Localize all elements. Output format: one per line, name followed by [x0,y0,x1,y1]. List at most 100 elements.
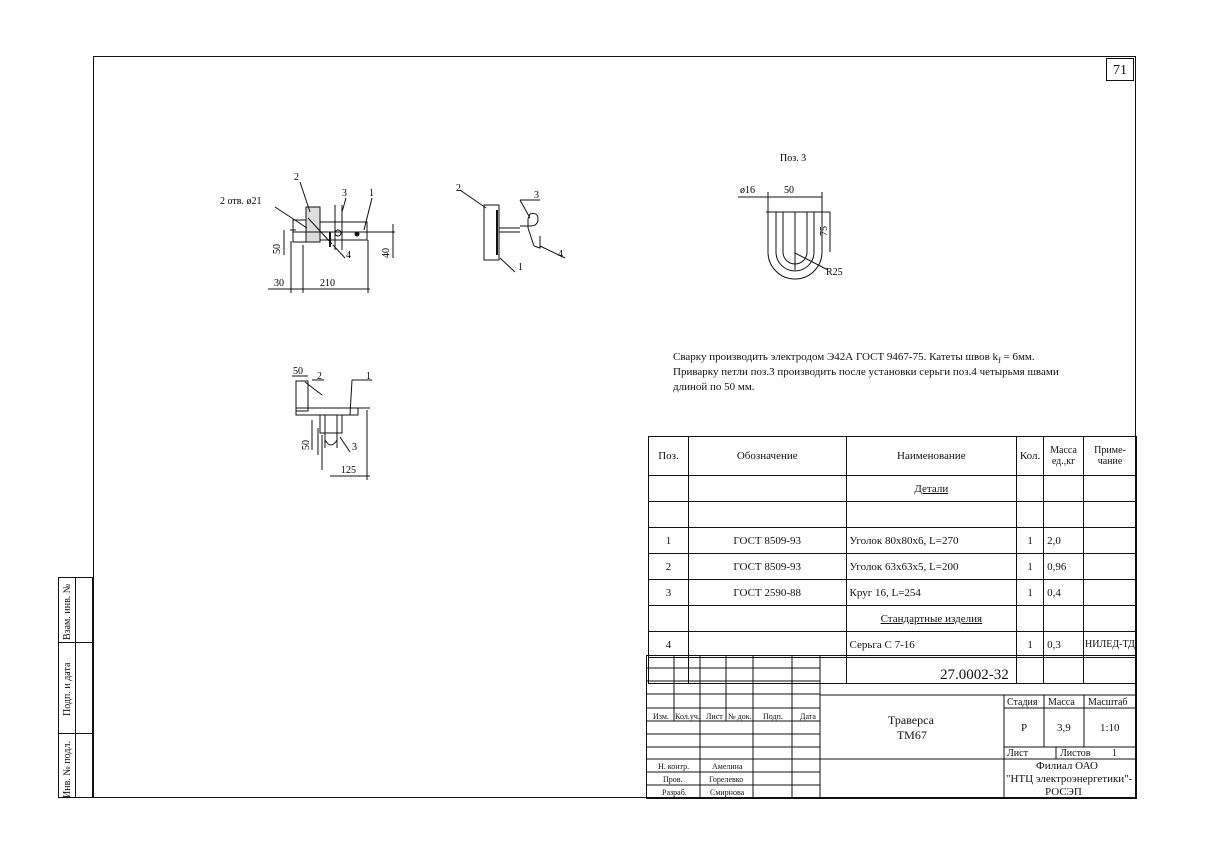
table-row: 1 ГОСТ 8509-93 Уголок 80х80х6, L=270 1 2… [648,527,1137,554]
stage-label: Стадия [1007,697,1038,708]
view3-drawing [292,375,372,480]
stage-value: Р [1021,722,1028,734]
title-line-2: ТМ67 [897,728,927,742]
detail-dim-75: 75 [819,226,830,236]
header-pos: Поз. [648,436,689,476]
mass-label: Масса [1048,697,1075,708]
view3-dim-125: 125 [341,465,356,476]
section-details-row: Детали [648,475,1137,502]
note-line-3: длиной по 50 мм. [673,381,755,393]
sig-name: Амелина [712,762,743,771]
row-designation: ГОСТ 8509-93 [687,553,847,580]
sig-role: Разраб. [662,788,687,797]
view3-dim-top-50: 50 [293,366,303,377]
row-qty: 1 [1016,527,1045,554]
note-line-2: Приварку петли поз.3 производить после у… [673,366,1059,378]
row-name: Уголок 63х63х5, L=200 [845,553,1018,580]
sheets-label: Листов [1060,748,1091,759]
view3-label-2: 2 [317,371,322,382]
sheets-value: 1 [1112,748,1117,759]
row-qty: 1 [1016,553,1045,580]
view1-drawing [268,181,395,293]
detail-title: Поз. 3 [780,153,806,164]
row-designation: ГОСТ 8509-93 [687,527,847,554]
row-pos: 1 [648,527,689,554]
table-row: 2 ГОСТ 8509-93 Уголок 63х63х5, L=200 1 0… [648,553,1137,580]
row-qty: 1 [1016,579,1045,606]
view1-dim-30: 30 [274,278,284,289]
view1-dim-50: 50 [272,244,283,254]
sig-role: Пров. [663,775,683,784]
view2-label-1: 1 [518,262,523,273]
sig-role: Н. контр. [658,762,690,771]
title-line-1: Траверса [888,713,934,727]
header-mass: Масса ед.,кг [1043,436,1085,476]
view1-label-1: 1 [369,188,374,199]
col-kol-uch: Кол.уч. [675,712,700,721]
header-note: Приме- чание [1083,436,1137,476]
col-podp: Подп. [763,712,783,721]
sheet-label: Лист [1007,748,1028,759]
section-details-label: Детали [845,475,1018,502]
row-note [1083,553,1137,580]
drawing-frame [93,56,1136,798]
detail-dim-radius: R25 [826,267,843,278]
row-designation [687,631,847,658]
table-row: 3 ГОСТ 2590-88 Круг 16, L=254 1 0,4 [648,579,1137,606]
row-note: НИЛЕД-ТД [1083,631,1137,658]
header-qty: Кол. [1016,436,1045,476]
note-line-1: Сварку производить электродом Э42А ГОСТ … [673,351,1035,366]
mass-value: 3,9 [1057,722,1071,734]
detail-dim-diameter: ø16 [740,185,755,196]
view1-label-2: 2 [294,172,299,183]
side-strip [58,577,93,798]
row-name: Уголок 80х80х6, L=270 [845,527,1018,554]
org-line-1: Филиал ОАО [1036,760,1098,772]
section-standard-label: Стандартные изделия [845,605,1018,632]
row-pos: 2 [648,553,689,580]
row-note [1083,579,1137,606]
spec-header-row: Поз. Обозначение Наименование Кол. Масса… [648,436,1137,476]
view2-label-3: 3 [534,190,539,201]
view2-label-2: 2 [456,183,461,194]
view1-label-3: 3 [342,188,347,199]
row-name: Круг 16, L=254 [845,579,1018,606]
row-name: Серьга С 7-16 [845,631,1018,658]
row-pos: 3 [648,579,689,606]
view1-label-4: 4 [346,250,351,261]
row-mass: 0,3 [1043,631,1085,658]
header-name: Наименование [845,436,1018,476]
view3-dim-50: 50 [301,440,312,450]
org-line-2: "НТЦ электроэнергетики"- [1006,773,1133,785]
view3-label-3: 3 [352,442,357,453]
header-designation: Обозначение [687,436,847,476]
row-note [1083,527,1137,554]
spec-table: Поз. Обозначение Наименование Кол. Масса… [648,436,1137,684]
view1-hole-note: 2 отв. ø21 [220,196,261,207]
title-block-grid [646,655,1137,799]
row-mass: 0,4 [1043,579,1085,606]
org-line-3: РОСЭП [1045,786,1082,798]
scale-value: 1:10 [1100,722,1120,734]
view2-label-4: 4 [558,249,563,260]
row-mass: 2,0 [1043,527,1085,554]
col-izm: Изм. [653,712,669,721]
row-designation: ГОСТ 2590-88 [687,579,847,606]
row-mass: 0,96 [1043,553,1085,580]
table-row: 4 Серьга С 7-16 1 0,3 НИЛЕД-ТД [648,631,1137,658]
col-list: Лист [706,712,723,721]
sig-name: Горелевко [709,775,744,784]
col-doc: № док. [728,712,752,721]
doc-number: 27.0002-32 [940,667,1009,683]
view1-dim-40: 40 [381,248,392,258]
view3-label-1: 1 [366,371,371,382]
row-qty: 1 [1016,631,1045,658]
sheet-number: 71 [1106,58,1134,81]
detail-dim-50: 50 [784,185,794,196]
view2-drawing [459,189,566,273]
col-data: Дата [800,712,816,721]
row-pos: 4 [648,631,689,658]
view1-dim-210: 210 [320,278,335,289]
detail-pos3-drawing [738,192,831,280]
